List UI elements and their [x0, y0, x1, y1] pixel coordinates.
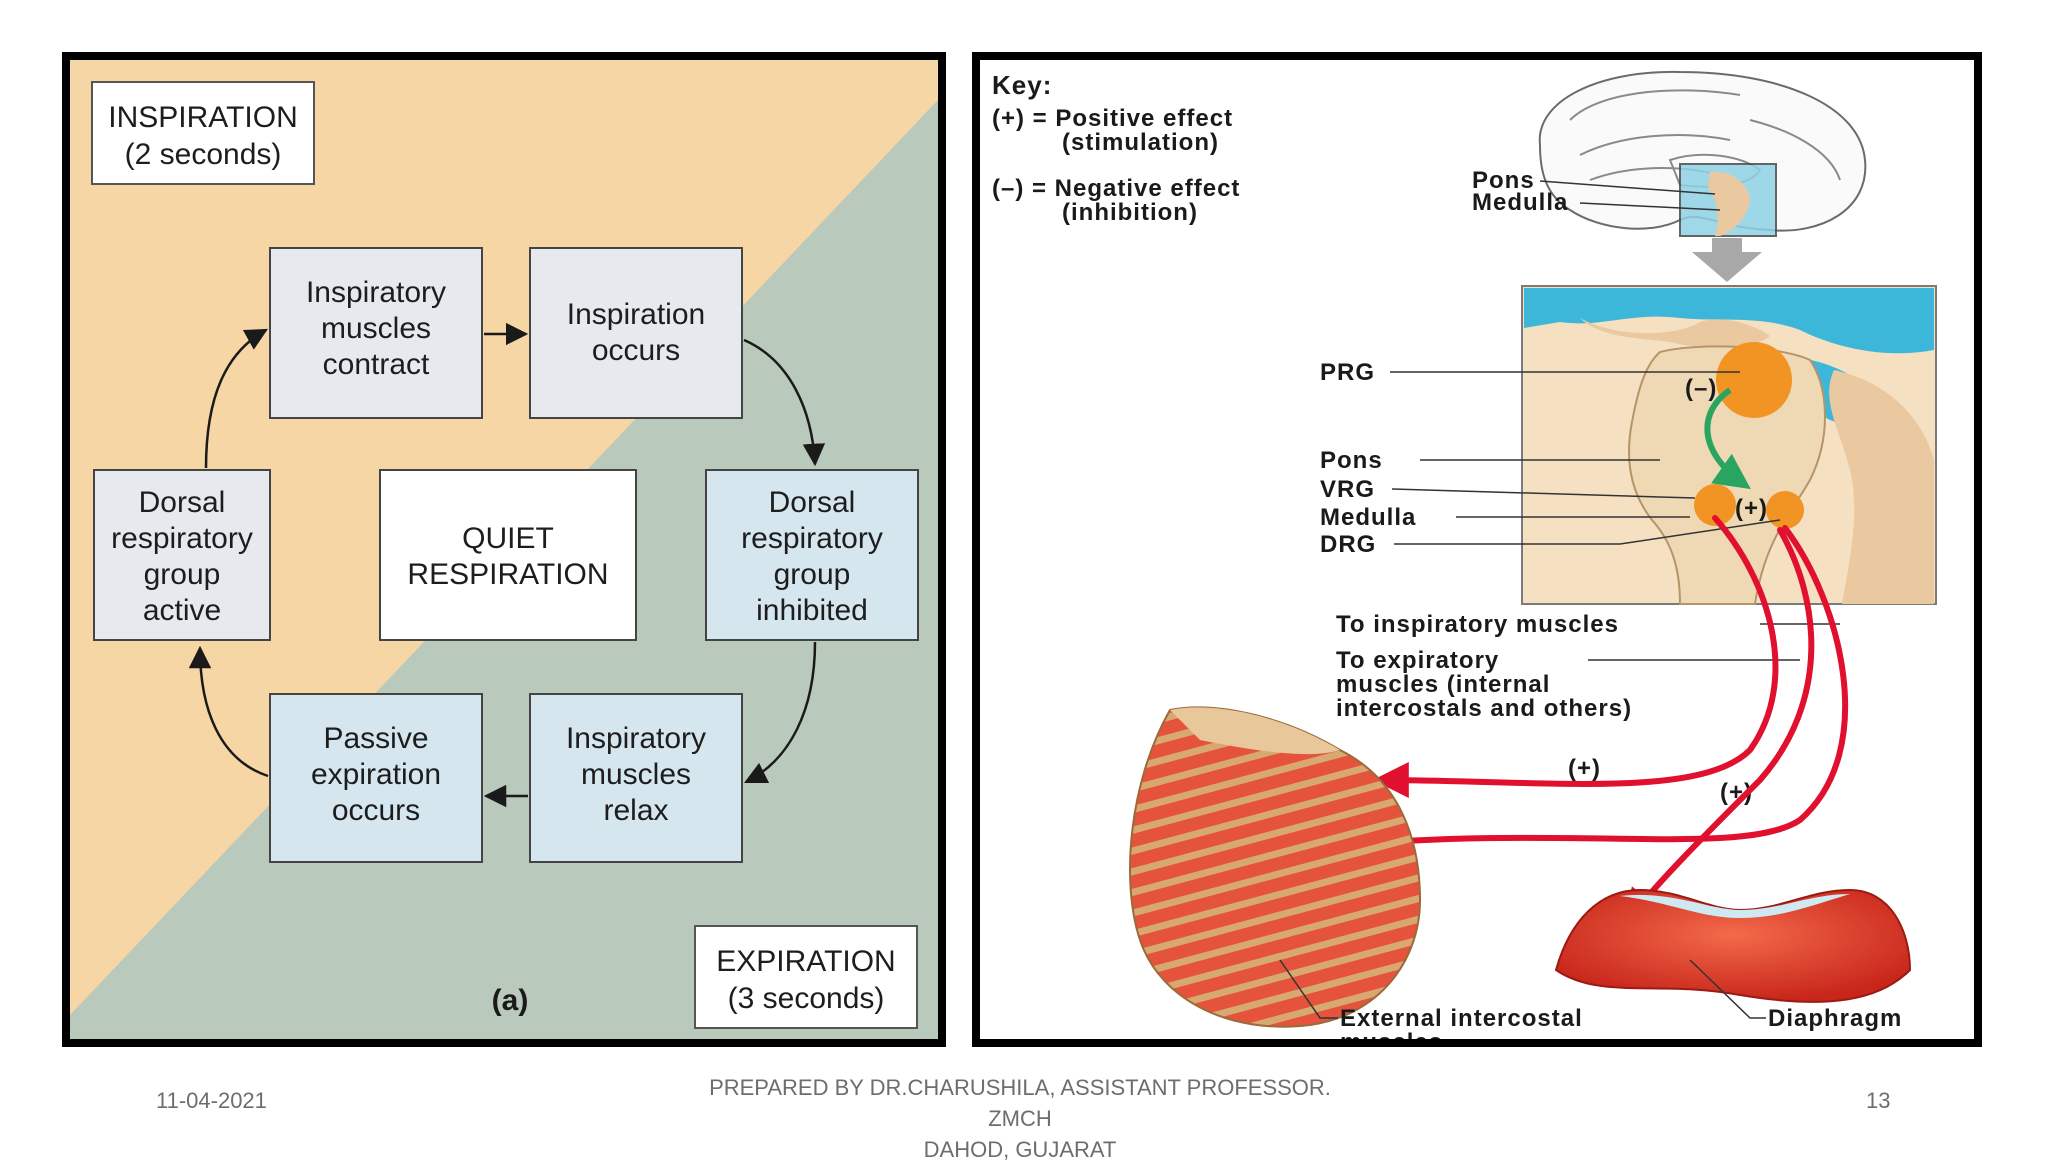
arrow-inhibited-to-relax [743, 641, 817, 784]
svg-text:DRG: DRG [1320, 531, 1376, 558]
pathway-labels: To inspiratory muscles To expiratory mus… [1336, 611, 1752, 806]
diaphragm-illustration [1554, 888, 1912, 1003]
svg-text:Dorsal: Dorsal [139, 486, 226, 519]
svg-text:VRG: VRG [1320, 476, 1375, 503]
svg-text:(+): (+) [1568, 755, 1601, 782]
box-passive-expiration: Passive expiration occurs [269, 693, 483, 863]
svg-text:QUIET: QUIET [462, 522, 554, 555]
muscle-labels: External intercostal muscles Diaphragm [1340, 1005, 1902, 1039]
svg-text:(–) = Negative effect: (–) = Negative effect [992, 175, 1240, 202]
svg-text:Pons: Pons [1320, 447, 1383, 474]
svg-text:To inspiratory muscles: To inspiratory muscles [1336, 611, 1619, 638]
svg-text:respiratory: respiratory [111, 522, 253, 555]
svg-text:group: group [774, 558, 851, 591]
stimulate-sign: (+) [1735, 495, 1768, 522]
svg-text:expiration: expiration [311, 758, 441, 791]
svg-text:muscles: muscles [1340, 1029, 1443, 1039]
cycle-arrows [188, 322, 826, 808]
arrow-occurs-to-inhibited [743, 338, 826, 467]
vrg-nucleus [1694, 484, 1736, 526]
leader-brain-medulla [1579, 202, 1721, 211]
svg-text:muscles: muscles [321, 312, 431, 345]
respiratory-cycle-diagram: INSPIRATION (2 seconds) EXPIRATION (3 se… [62, 52, 946, 1047]
svg-text:muscles: muscles [581, 758, 691, 791]
brainstem-inset [1521, 285, 1937, 605]
footer-line-2: DAHOD, GUJARAT [923, 1137, 1117, 1162]
inspiration-label: INSPIRATION (2 seconds) [91, 81, 315, 185]
footer-line-1: PREPARED BY DR.CHARUSHILA, ASSISTANT PRO… [709, 1075, 1331, 1131]
box-quiet-respiration: QUIET RESPIRATION [379, 469, 637, 641]
box-drg-inhibited: Dorsal respiratory group inhibited [705, 469, 919, 641]
arrow-passive-to-active [188, 645, 269, 778]
svg-text:RESPIRATION: RESPIRATION [407, 558, 608, 591]
box-muscles-contract: Inspiratory muscles contract [269, 247, 483, 419]
svg-text:External intercostal: External intercostal [1340, 1005, 1583, 1032]
leader-brain-pons [1539, 180, 1716, 195]
brain-label-pons: Pons [1472, 167, 1535, 194]
zoom-arrow [1692, 238, 1762, 282]
rib-cage-illustration [1129, 706, 1422, 1028]
neural-control-diagram: Key: (+) = Positive effect (stimulation)… [972, 52, 1982, 1047]
svg-text:Inspiration: Inspiration [567, 298, 705, 331]
pathway-to-intercostals-upper [1372, 515, 1779, 799]
svg-text:Inspiratory: Inspiratory [566, 722, 706, 755]
svg-text:(inhibition): (inhibition) [1062, 199, 1198, 226]
svg-text:occurs: occurs [332, 794, 420, 827]
svg-text:relax: relax [603, 794, 668, 827]
svg-text:inhibited: inhibited [756, 594, 868, 627]
svg-text:Inspiratory: Inspiratory [306, 276, 446, 309]
svg-text:INSPIRATION: INSPIRATION [108, 101, 297, 134]
inhibitory-pathway [1704, 387, 1751, 490]
box-inspiration-occurs: Inspiration occurs [529, 247, 743, 419]
inset-labels: PRG Pons VRG Medulla DRG [1320, 359, 1416, 558]
svg-text:contract: contract [323, 348, 430, 381]
brain-label-medulla: Medulla [1472, 189, 1568, 216]
svg-text:muscles (internal: muscles (internal [1336, 671, 1550, 698]
svg-text:group: group [144, 558, 221, 591]
neural-diagram-canvas: Key: (+) = Positive effect (stimulation)… [992, 70, 1937, 1039]
box-drg-active: Dorsal respiratory group active [93, 469, 271, 641]
svg-text:Key:: Key: [992, 70, 1052, 100]
svg-text:To expiratory: To expiratory [1336, 647, 1499, 674]
prg-nucleus [1716, 342, 1792, 418]
svg-text:occurs: occurs [592, 334, 680, 367]
slide-date: 11-04-2021 [156, 1088, 267, 1113]
pathway-to-diaphragm [1623, 527, 1815, 926]
box-muscles-relax: Inspiratory muscles relax [529, 693, 743, 863]
svg-text:(2 seconds): (2 seconds) [125, 138, 282, 171]
svg-text:intercostals and others): intercostals and others) [1336, 695, 1632, 722]
pathway-to-intercostals-lower [1300, 525, 1849, 865]
motor-pathways [1300, 515, 1849, 926]
svg-text:Dorsal: Dorsal [769, 486, 856, 519]
inhibit-sign: (–) [1685, 375, 1717, 402]
brain-sagittal-sketch [1538, 70, 1867, 237]
expiration-label: EXPIRATION (3 seconds) [694, 925, 918, 1029]
cycle-diagram-canvas: INSPIRATION (2 seconds) EXPIRATION (3 se… [70, 60, 938, 1029]
svg-text:PRG: PRG [1320, 359, 1375, 386]
svg-text:active: active [143, 594, 221, 627]
svg-text:Passive: Passive [323, 722, 428, 755]
drg-nucleus [1766, 491, 1804, 529]
svg-text:EXPIRATION: EXPIRATION [716, 945, 895, 978]
slide-number: 13 [1866, 1088, 1891, 1113]
arrow-active-to-contract [204, 328, 268, 469]
svg-text:Medulla: Medulla [1320, 504, 1416, 531]
svg-text:(3 seconds): (3 seconds) [728, 982, 885, 1015]
legend-key: Key: (+) = Positive effect (stimulation)… [992, 70, 1240, 226]
svg-text:(+) = Positive effect: (+) = Positive effect [992, 105, 1233, 132]
svg-text:(stimulation): (stimulation) [1062, 129, 1219, 156]
svg-text:respiratory: respiratory [741, 522, 883, 555]
svg-text:Diaphragm: Diaphragm [1768, 1005, 1902, 1032]
inset-leader-lines [1390, 371, 1781, 545]
slide-footer-credit: PREPARED BY DR.CHARUSHILA, ASSISTANT PRO… [690, 1072, 1350, 1165]
pathway-leader-lines [1588, 623, 1840, 661]
muscle-leader-lines [1279, 959, 1766, 1019]
panel-letter: (a) [492, 984, 529, 1017]
